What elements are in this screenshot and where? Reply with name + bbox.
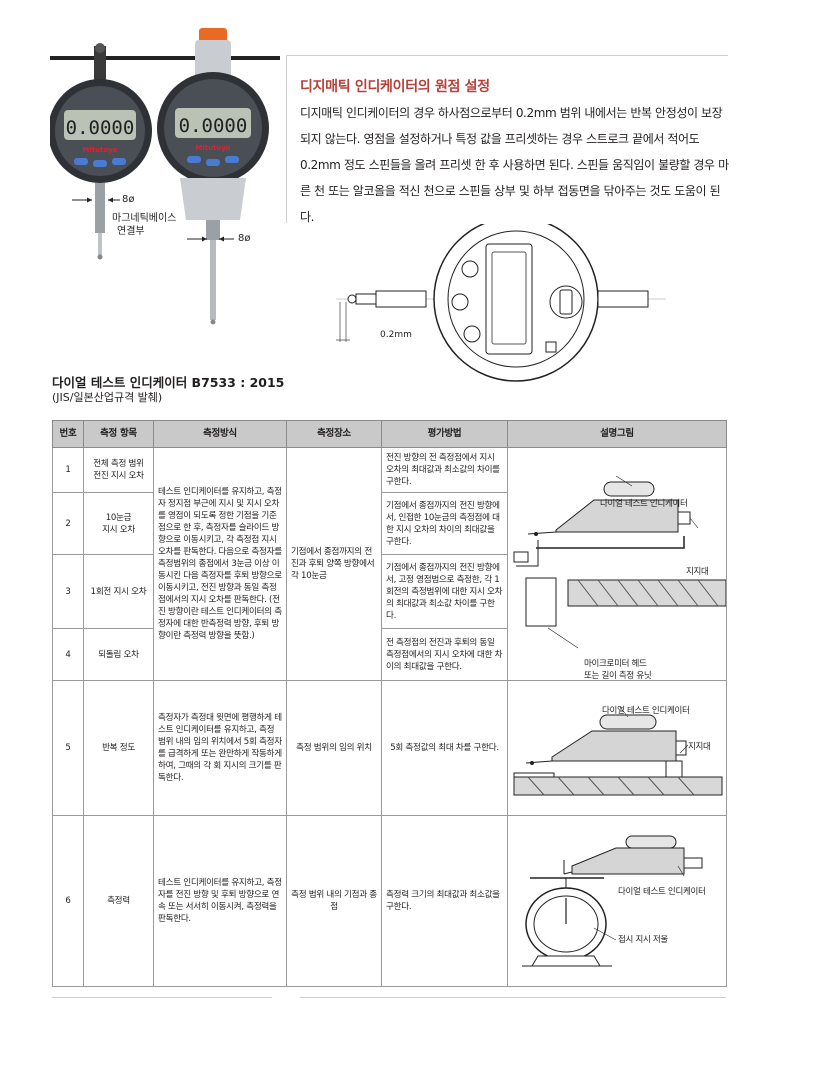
header-method: 측정방식 [153,420,287,448]
fig2-indicator-label: 다이얼 테스트 인디케이터 [602,706,690,716]
display-value-2: 0.0000 [179,115,248,137]
row-item: 1회전 지시 오차 [83,554,154,630]
row-method-merged: 테스트 인디케이터를 유지하고, 측정자 정지점 부근에 지시 및 지시 오차를… [153,447,287,681]
table-row: 5 반복 정도 측정자가 측정대 윗면에 평행하게 테스트 인디케이터를 유지하… [52,680,727,816]
figure-1-diagram [513,475,727,649]
row-no: 2 [52,492,84,556]
section-divider-vertical [286,55,287,223]
row-eval: 전 측정점의 전진과 후퇴의 동일 측정점에서의 지시 오차에 대한 차이의 최… [381,628,508,681]
figure-cell-1: 다이얼 테스트 인디케이터 지지대 마이크로미터 헤드 또는 길이 측정 유닛 [507,447,727,681]
header-no: 번호 [52,420,84,448]
table-row: 3 1회전 지시 오차 기점에서 종점까지의 전진 방향에서, 고정 영점범으로… [52,554,727,630]
fig1-support-label: 지지대 [686,567,709,577]
fig3-scale-label: 접시 지시 저울 [618,935,668,945]
figure-cell-2: 다이얼 테스트 인디케이터 지지대 [507,680,727,816]
row-eval: 전진 방향의 전 측정점에서 지시 오차의 최대값과 최소값의 차이를구한다. [381,446,508,494]
dim-label-1: 8ø [122,194,135,205]
figure-cell-3: 다이얼 테스트 인디케이터 접시 지시 저울 [507,815,727,987]
table-row: 1 전체 측정 범위 전진 지시 오차 테스트 인디케이터를 유지하고, 측정자… [52,446,727,681]
zero-setting-diagram [336,216,666,404]
row-no: 1 [52,446,84,494]
header-place: 측정장소 [286,420,382,448]
header-eval: 평가방법 [381,420,508,448]
fig1-head-label: 마이크로미터 헤드 [584,659,647,669]
row-method: 측정자가 측정대 윗면에 평행하게 테스트 인디케이터를 유지하고, 측정 범위… [153,680,287,816]
row-no: 6 [52,815,84,987]
display-value-1: 0.0000 [66,117,135,139]
brand-logo-1: Mitutoyo [82,146,117,154]
magnetic-base-label: 마그네틱베이스 [112,213,177,224]
row-eval: 5회 측정값의 최대 차를 구한다. [381,680,508,816]
dim-label-2: 8ø [238,233,251,244]
footer-divider-right [300,997,726,998]
table-row: 6 측정력 테스트 인디케이터를 유지하고, 측정자를 전진 방향 및 후퇴 방… [52,815,727,987]
row-place-merged: 기점에서 종점까지의 전진과 후퇴 양쪽 방향에서 각 10눈금 [286,447,382,681]
magnetic-base-label-2: 연결부 [117,226,145,237]
digital-indicator-photo: 0.0000 Mitutoyo 0.0000 Mitutoyo [48,28,280,348]
row-item: 전체 측정 범위 전진 지시 오차 [83,446,154,494]
row-place: 측정 범위의 임의 위치 [286,680,382,816]
row-eval: 기점에서 종점까지의 전진 방향에서, 인접한 10눈금의 측정점에 대한 지시… [381,492,508,556]
row-method: 테스트 인디케이터를 유지하고, 측정자를 전진 방향 및 후퇴 방향으로 연속… [153,815,287,987]
row-no: 4 [52,628,84,681]
fig1-head-label-2: 또는 길이 측정 유닛 [584,671,652,681]
row-place: 측정 범위 내의 기점과 종점 [286,815,382,987]
row-item: 10눈금 지시 오차 [83,492,154,556]
row-eval: 측정력 크기의 최대값과 최소값을 구한다. [381,815,508,987]
fig3-indicator-label: 다이얼 테스트 인디케이터 [618,887,706,897]
zero-distance-label: 0.2mm [380,330,412,340]
fig1-indicator-label: 다이얼 테스트 인디케이터 [600,499,688,509]
figure-2-diagram [513,706,723,796]
section-divider-top [286,55,728,56]
table-row: 4 되돌림 오차 전 측정점의 전진과 후퇴의 동일 측정점에서의 지시 오차에… [52,628,727,681]
row-item: 측정력 [83,815,154,987]
standard-title: 다이얼 테스트 인디케이터 B7533 : 2015 [52,375,285,390]
brand-logo-2: Mitutoyo [195,144,230,152]
row-eval: 기점에서 종점까지의 전진 방향에서, 고정 영점범으로 측정한, 각 1회전의… [381,554,508,630]
fig2-support-label: 지지대 [688,742,711,752]
table-row: 2 10눈금 지시 오차 기점에서 종점까지의 전진 방향에서, 인접한 10눈… [52,492,727,556]
section-title: 디지매틱 인디케이터의 원점 설정 [300,79,490,95]
footer-divider-left [52,997,272,998]
table-header-row: 번호 측정 항목 측정방식 측정장소 평가방법 설명그림 [52,420,727,448]
row-item: 반복 정도 [83,680,154,816]
standard-subtitle: (JIS/일본산업규격 발췌) [52,391,163,404]
section-paragraph: 디지매틱 인디케이터의 경우 하사점으로부터 0.2mm 범위 내에서는 반복 … [300,106,729,224]
row-item: 되돌림 오차 [83,628,154,681]
figure-3-diagram [522,835,703,967]
inspection-table: 번호 측정 항목 측정방식 측정장소 평가방법 설명그림 1 전체 측정 범위 … [52,420,727,987]
row-no: 3 [52,554,84,630]
header-figure: 설명그림 [507,420,727,448]
header-item: 측정 항목 [83,420,154,448]
row-no: 5 [52,680,84,816]
